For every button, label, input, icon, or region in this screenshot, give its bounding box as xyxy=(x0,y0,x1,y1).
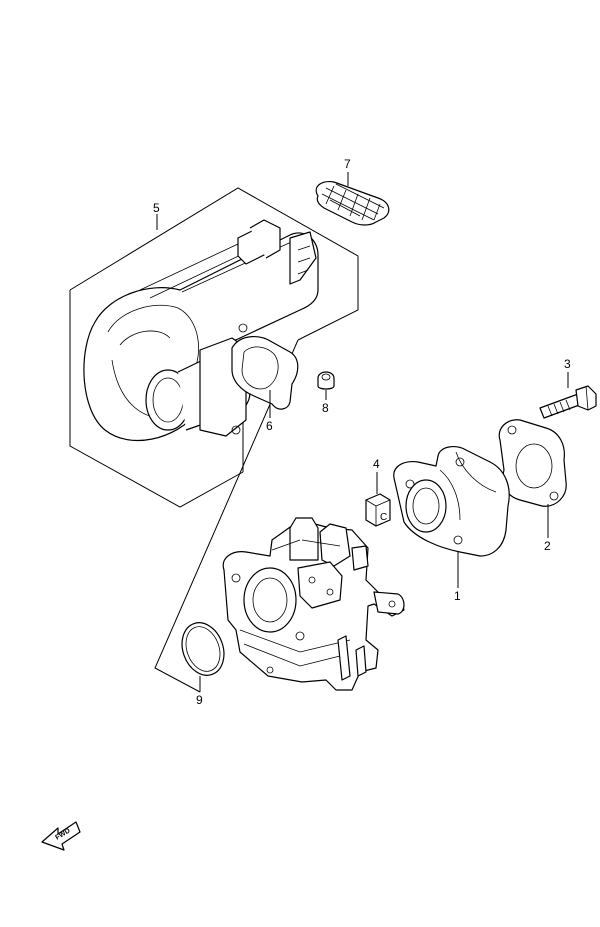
fwd-arrow-icon: FWD xyxy=(41,821,81,851)
clip-c-mark: C xyxy=(380,512,387,523)
callout-4: 4 xyxy=(373,457,380,471)
filter-screen xyxy=(315,181,390,226)
callout-9: 9 xyxy=(196,693,203,707)
clip-c: C xyxy=(365,493,391,527)
leader-lines xyxy=(156,172,569,692)
callout-1: 1 xyxy=(454,589,461,603)
bolt xyxy=(539,385,597,419)
intake-spacer xyxy=(393,446,510,557)
callout-6: 6 xyxy=(266,419,273,433)
o-ring xyxy=(181,622,225,676)
callout-3: 3 xyxy=(564,357,571,371)
callout-7: 7 xyxy=(344,157,351,171)
intake-silencer xyxy=(83,219,319,442)
grommet xyxy=(317,371,335,390)
callout-8: 8 xyxy=(322,401,329,415)
callout-2: 2 xyxy=(544,539,551,553)
silencer-gasket xyxy=(231,336,299,410)
carburetor xyxy=(222,517,405,691)
callout-5: 5 xyxy=(153,201,160,215)
assembly-outline xyxy=(69,187,359,693)
callout-labels: 1 2 3 4 5 6 7 8 9 xyxy=(153,157,571,707)
